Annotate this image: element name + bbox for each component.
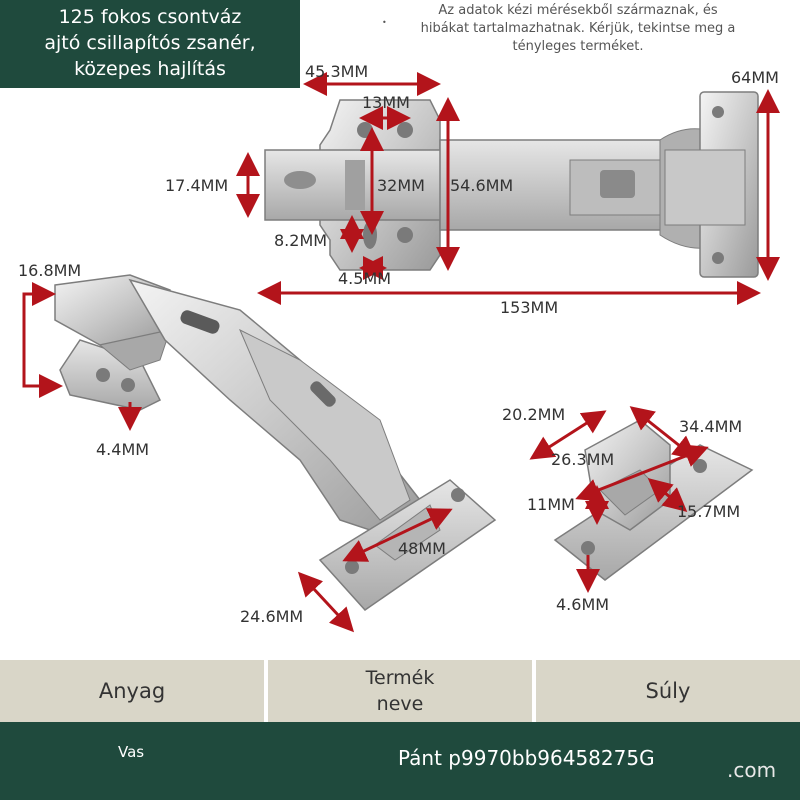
header-product-name: Termék neve xyxy=(268,660,532,722)
dim-11: 11MM xyxy=(527,495,575,514)
dim-17-4: 17.4MM xyxy=(165,176,229,195)
product-title: 125 fokos csontváz ajtó csillapítós zsan… xyxy=(0,0,300,88)
cell-product-name: Pánt p9970bb96458275G xyxy=(398,746,655,770)
disclaimer-line-1: Az adatok kézi mérésekből származnak, és xyxy=(438,3,718,18)
title-line-3: közepes hajlítás xyxy=(74,58,226,80)
dim-20-2: 20.2MM xyxy=(502,405,566,424)
cell-material: Vas xyxy=(118,743,145,761)
title-line-1: 125 fokos csontváz xyxy=(58,6,242,28)
header-divider xyxy=(532,660,536,722)
dim-4-5: 4.5MM xyxy=(338,269,392,288)
spec-table: Anyag Termék neve Súly Vas Pánt p9970bb9… xyxy=(0,660,800,800)
dim-45-3: 45.3MM xyxy=(305,62,369,81)
hinge-dimension-figure: 45.3MM 13MM 64MM 17.4MM 32MM 54.6MM 8.2M… xyxy=(0,60,800,660)
mounting-plate-arrows xyxy=(529,406,709,593)
dim-26-3: 26.3MM xyxy=(551,450,615,469)
header-divider xyxy=(264,660,268,722)
top-hinge-arrows xyxy=(236,72,780,305)
header-weight: Súly xyxy=(536,660,800,722)
header-material: Anyag xyxy=(0,660,264,722)
dim-24-6: 24.6MM xyxy=(240,607,304,626)
disclaimer-line-3: tényleges terméket. xyxy=(512,39,644,54)
dot-icon: • xyxy=(382,18,387,27)
dim-32: 32MM xyxy=(377,176,425,195)
title-line-2: ajtó csillapítós zsanér, xyxy=(44,32,256,54)
dim-34-4: 34.4MM xyxy=(679,417,743,436)
dim-15-7: 15.7MM xyxy=(677,502,741,521)
dim-4-6: 4.6MM xyxy=(556,595,610,614)
mounting-plate xyxy=(553,419,754,581)
dim-4-4: 4.4MM xyxy=(96,440,150,459)
top-hinge xyxy=(264,91,759,278)
hinge-illustration xyxy=(22,72,780,633)
spec-row: Vas Pánt p9970bb96458275G .com xyxy=(0,722,800,800)
bent-hinge-arrows xyxy=(22,282,453,633)
dim-153: 153MM xyxy=(500,298,559,317)
disclaimer-line-2: hibákat tartalmazhatnak. Kérjük, tekints… xyxy=(420,21,736,36)
watermark-com: .com xyxy=(727,758,777,782)
dim-48: 48MM xyxy=(398,539,446,558)
measurement-disclaimer: • Az adatok kézi mérésekből származnak, … xyxy=(378,2,778,56)
dim-16-8: 16.8MM xyxy=(18,261,82,280)
dim-54-6: 54.6MM xyxy=(450,176,514,195)
dim-64: 64MM xyxy=(731,68,779,87)
dim-8-2: 8.2MM xyxy=(274,231,328,250)
dim-13: 13MM xyxy=(362,93,410,112)
